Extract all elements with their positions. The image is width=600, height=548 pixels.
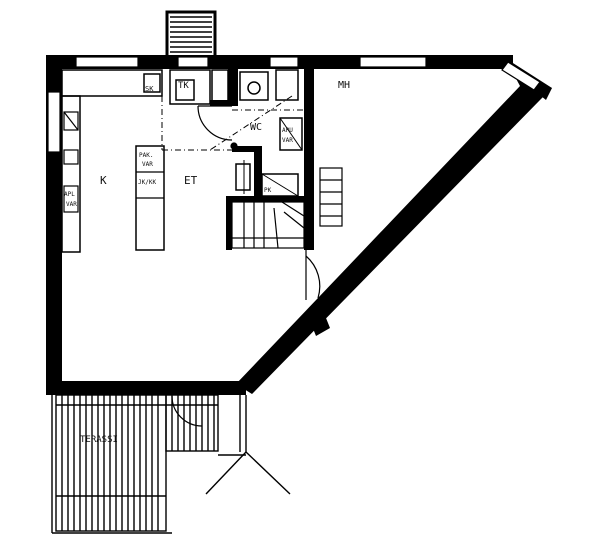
fixture-pantry: PAK. <box>139 152 153 159</box>
exterior-walls <box>46 55 552 395</box>
chimney-vent <box>165 10 217 60</box>
fixture-sink: SK <box>145 85 154 93</box>
top-windows <box>75 56 427 68</box>
terrace-deck <box>55 394 219 532</box>
fixture-closet: PK <box>264 187 272 194</box>
wc-door <box>197 105 238 150</box>
room-label-hall: ET <box>184 174 198 187</box>
living-door <box>305 250 321 300</box>
terrace-rail <box>51 395 291 534</box>
fixture-oven: APL <box>64 191 75 198</box>
diagonal-window <box>312 61 552 336</box>
fixture-cold: JK/KK <box>138 179 156 186</box>
fixture-wc-storage-sub: VAR <box>282 137 293 144</box>
fixture-pantry-sub: VAR <box>142 161 153 168</box>
fixture-oven-sub: VAR <box>66 201 77 208</box>
stair-upper <box>319 167 343 227</box>
wc-fixtures <box>235 69 303 197</box>
room-label-terrace: TERASSI <box>80 435 118 445</box>
room-label-kitchen: K <box>100 174 107 187</box>
drying-cabinet <box>169 69 229 105</box>
room-label-wc: WC <box>250 122 262 133</box>
room-label-living: MH <box>338 80 350 91</box>
tall-cabinets <box>135 145 165 251</box>
fixture-wc-storage: APU <box>282 127 293 134</box>
fixture-drying-cabinet: TK <box>178 81 189 91</box>
kitchen-counter <box>61 69 163 253</box>
terrace-door <box>171 395 203 427</box>
staircase <box>231 201 305 249</box>
left-window <box>47 91 61 153</box>
wc-walls <box>210 68 314 250</box>
